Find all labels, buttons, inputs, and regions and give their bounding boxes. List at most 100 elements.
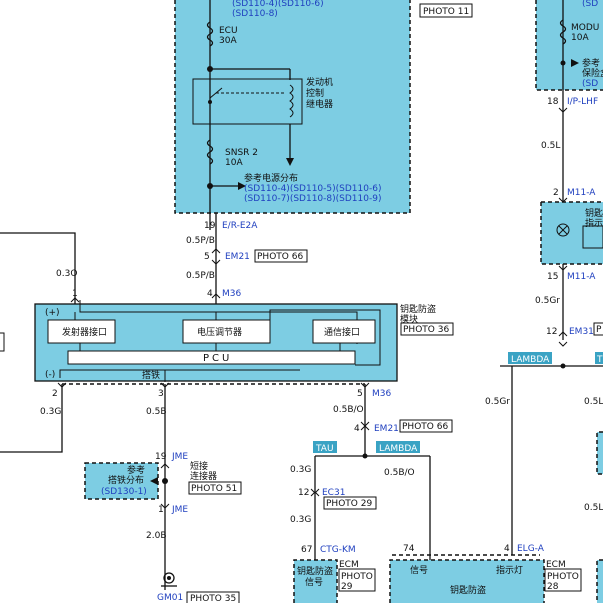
wire-0.5b-o: 0.5B/O: [333, 405, 364, 415]
pcu-label: PCU: [203, 353, 232, 364]
fuse-ecu-rating: 30A: [219, 36, 237, 46]
immobi-signal-1: 钥匙防盗: [297, 565, 333, 577]
photo-51: PHOTO 51: [191, 484, 237, 494]
wire-0.5b-o-2: 0.5B/O: [384, 468, 415, 478]
wire-0.3g-2: 0.3G: [290, 515, 311, 525]
photo-29: PHOTO 29: [326, 499, 372, 509]
wire-0.5l-2: 0.5L: [584, 397, 603, 407]
photo-28-num: 28: [547, 582, 559, 592]
ecm-label-2: ECM: [546, 560, 566, 570]
connector-m11a-top[interactable]: M11-A: [567, 188, 596, 198]
ground-ref-1: 参考: [127, 464, 145, 476]
power-ref-line1[interactable]: (SD110-4)(SD110-5)(SD110-6): [244, 184, 381, 194]
connector-elg-a[interactable]: ELG-A: [517, 544, 545, 554]
key-indicator-a: 钥匙: [585, 207, 603, 219]
connector-m36-top[interactable]: M36: [222, 289, 241, 299]
module-pin-2: 2: [52, 389, 58, 399]
connector-em21-bottom[interactable]: EM21: [374, 424, 399, 434]
connector-er-e2a[interactable]: E/R-E2A: [222, 221, 258, 231]
lambda-tab[interactable]: LAMBDA: [379, 444, 418, 454]
wire-0.5l-3: 0.5L: [584, 503, 603, 513]
pin-67: 67: [301, 545, 312, 555]
immobi-signal-2: 信号: [305, 576, 323, 588]
fuse-snsr2-symbol: [206, 139, 214, 165]
power-ref-line2[interactable]: (SD110-7)(SD110-8)(SD110-9): [244, 194, 381, 204]
ground-ref-2: 搭铁分布: [108, 474, 144, 486]
pin-5-em21: 5: [204, 252, 210, 262]
photo-28: PHOTO: [547, 572, 579, 582]
wire-0.5b: 0.5B: [146, 407, 167, 417]
ecm-indicator: 指示灯: [496, 564, 523, 576]
left-branch: 0.3O 2 0.3G 3 0.5B 19 JME 参考 搭铁分布 (SD130…: [0, 232, 242, 603]
connector-ec31[interactable]: EC31: [322, 488, 345, 498]
right-fuse-rating: 10A: [571, 33, 589, 43]
connector-jme-bottom[interactable]: JME: [171, 505, 188, 515]
connector-em21-top[interactable]: EM21: [225, 252, 250, 262]
pin-19-top: 19: [204, 221, 216, 231]
pin-4-elg: 4: [504, 544, 510, 554]
photo-35: PHOTO 35: [190, 594, 236, 603]
right-ref-a: 参考: [582, 57, 600, 69]
fuse-snsr2-name: SNSR 2: [225, 148, 258, 158]
pin-4-em21: 4: [354, 424, 360, 434]
center-branch: 5 M36 0.5B/O 4 EM21 PHOTO 66 TAU LAMBDA …: [290, 384, 582, 603]
pin-74: 74: [403, 544, 415, 554]
ground-label: 搭铁: [142, 369, 160, 381]
plus-label: (+): [45, 308, 60, 318]
pin-12-em31: 12: [546, 327, 557, 337]
relay-name-2: 控制: [306, 87, 324, 99]
photo-fragment: P: [596, 325, 602, 335]
power-ref-title: 参考电源分布: [244, 172, 298, 184]
relay-coil: [289, 84, 294, 118]
comm-interface: 通信接口: [324, 326, 360, 338]
fuse-ecu-name: ECU: [219, 26, 238, 36]
ecm-label-1: ECM: [339, 560, 359, 570]
minus-label: (-): [45, 370, 55, 380]
connector-m36-bottom[interactable]: M36: [372, 389, 391, 399]
right-module: MODU: [571, 23, 599, 33]
right-side: (SD MODU 10A 参考 保险盒 (SD 18 I/P-LHF 0.5L …: [485, 0, 603, 603]
fuse-ref-top2[interactable]: (SD110-8): [232, 9, 278, 19]
ground-ref-3[interactable]: (SD130-1): [101, 487, 147, 497]
connector-m11a-bottom[interactable]: M11-A: [567, 272, 596, 282]
fuse-relay-panel: (SD110-4)(SD110-6) (SD110-8) PHOTO 11 EC…: [174, 0, 473, 230]
photo-66-top: PHOTO 66: [257, 252, 303, 262]
lambda-tab-right[interactable]: LAMBDA: [511, 355, 550, 365]
connector-jme-top[interactable]: JME: [171, 452, 188, 462]
ecm-immobi: 钥匙防盗: [450, 584, 486, 596]
pin-12-ec31: 12: [298, 488, 309, 498]
pin-18: 18: [547, 97, 559, 107]
fuse-ref-top[interactable]: (SD110-4)(SD110-6): [232, 0, 324, 9]
right-ref-sd[interactable]: (SD: [582, 0, 598, 9]
ground-gm01[interactable]: GM01: [157, 593, 183, 603]
pin-19-jme: 19: [155, 452, 167, 462]
photo-66-bottom: PHOTO 66: [402, 422, 448, 432]
pin-1-jme: 1: [158, 505, 164, 515]
immobilizer-module: 钥匙防盗 模块 PHOTO 36 (+) (-) 发射器接口 电压调节器 通信接…: [34, 289, 454, 388]
short-connector-2: 连接器: [190, 470, 217, 482]
ecm-signal: 信号: [410, 564, 428, 576]
module-pin-5: 5: [357, 389, 363, 399]
fuse-snsr2-rating: 10A: [225, 158, 243, 168]
relay-name-3: 继电器: [306, 98, 333, 110]
photo-11: PHOTO 11: [423, 7, 469, 17]
transmitter-interface: 发射器接口: [62, 326, 107, 338]
connector-ctg-km[interactable]: CTG-KM: [320, 545, 356, 555]
wire-2.0b: 2.0B: [146, 531, 167, 541]
connector-em31[interactable]: EM31: [569, 327, 594, 337]
photo-29b: PHOTO: [341, 572, 373, 582]
wire-0.3o: 0.3O: [56, 269, 77, 279]
wire-spec-1: 0.5P/B: [186, 236, 215, 246]
key-indicator-b: 指示: [585, 217, 603, 229]
right-ref-c[interactable]: (SD: [582, 79, 598, 89]
tau-tab[interactable]: TAU: [315, 444, 334, 454]
fuse-ecu-symbol: [206, 21, 214, 47]
connector-ip-lhf[interactable]: I/P-LHF: [567, 97, 598, 107]
wire-0.3g-left: 0.3G: [40, 407, 61, 417]
voltage-regulator: 电压调节器: [197, 326, 242, 338]
photo-29b-num: 29: [341, 582, 353, 592]
wire-top: 19 E/R-E2A 0.5P/B 5 EM21 PHOTO 66 0.5P/B…: [186, 213, 308, 305]
pin-2-m11a: 2: [553, 188, 559, 198]
t-tab-right[interactable]: T: [596, 355, 603, 365]
